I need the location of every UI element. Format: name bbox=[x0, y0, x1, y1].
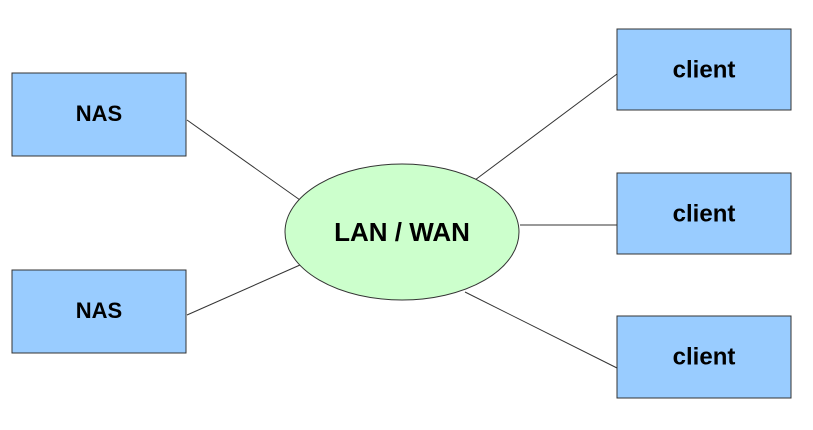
client-label: client bbox=[673, 343, 736, 370]
client-node: client bbox=[616, 172, 792, 255]
nas-node: NAS bbox=[11, 269, 187, 354]
link-hub-client-1 bbox=[474, 73, 618, 181]
hub-label: LAN / WAN bbox=[334, 217, 470, 247]
link-nas-1-hub bbox=[186, 119, 301, 201]
nas-label: NAS bbox=[76, 101, 122, 126]
link-hub-client-3 bbox=[464, 291, 618, 369]
client-node: client bbox=[616, 315, 792, 399]
lan-wan-hub: LAN / WAN bbox=[284, 163, 520, 301]
link-nas-2-hub bbox=[186, 264, 301, 316]
nas-node: NAS bbox=[11, 72, 187, 157]
nas-label: NAS bbox=[76, 298, 122, 323]
client-label: client bbox=[673, 56, 736, 83]
client-node: client bbox=[616, 28, 792, 111]
client-label: client bbox=[673, 200, 736, 227]
